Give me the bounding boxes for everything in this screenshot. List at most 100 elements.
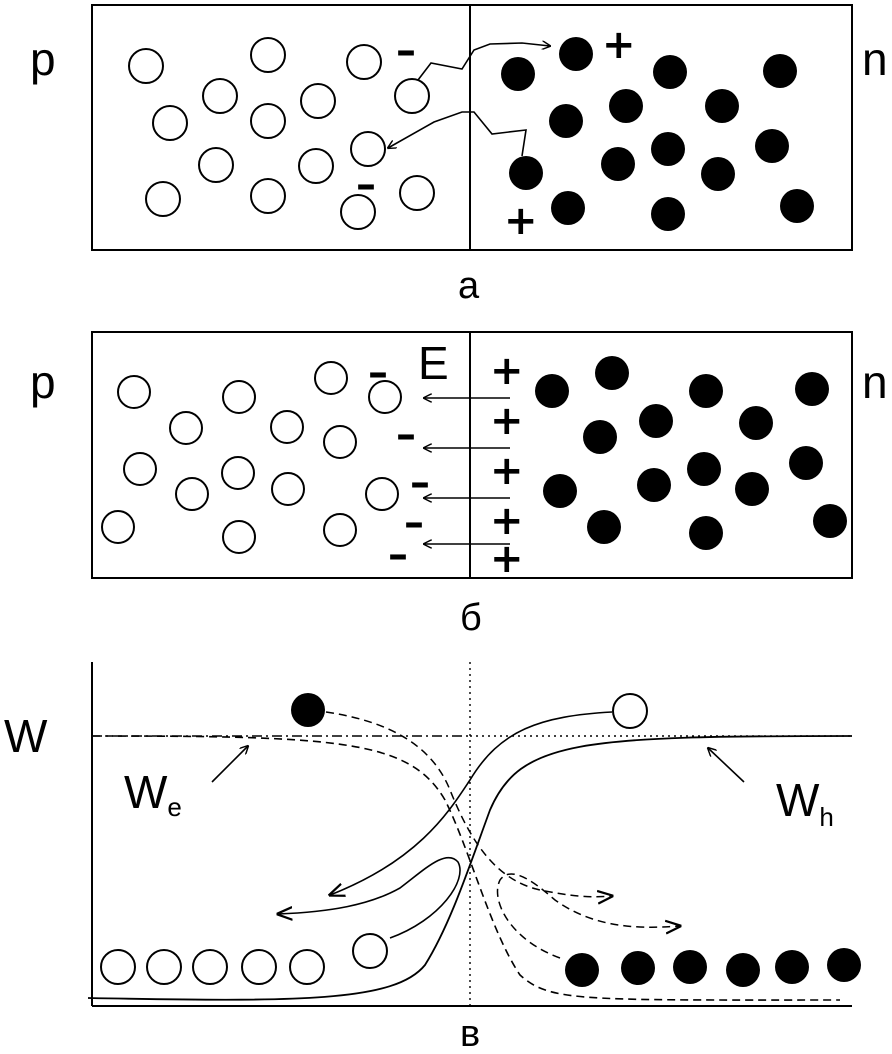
panel-b: p n E б (30, 331, 888, 639)
panel-a-electrons (501, 37, 814, 231)
panel-b-electrons (535, 356, 847, 550)
hole (100, 949, 136, 985)
hole-energy-label-subscript: h (819, 802, 833, 832)
panel-c: W в (4, 662, 861, 1054)
electron-energy-label-main: W (124, 766, 168, 818)
electron (583, 420, 617, 454)
electron (739, 406, 773, 440)
electron (559, 37, 593, 71)
hole-diffusion-arrow (417, 43, 550, 81)
hole-top (612, 693, 648, 729)
electron (543, 474, 577, 508)
hole (289, 949, 325, 985)
hole (250, 178, 286, 214)
electron-label-pointer (211, 746, 248, 783)
electron (827, 948, 861, 982)
panel-a: p n а (30, 4, 888, 307)
panel-a-frame (91, 4, 853, 251)
electron (587, 510, 621, 544)
electron (705, 89, 739, 123)
panel-a-plus-sign: + (504, 198, 538, 244)
panel-a-holes (128, 37, 435, 230)
electron (651, 197, 685, 231)
electron (535, 374, 569, 408)
panel-a-minus-sign: – (356, 162, 376, 208)
hole (298, 148, 334, 184)
hole (365, 477, 399, 511)
panel-b-plus-sign: + (490, 398, 524, 444)
electron (565, 953, 599, 987)
hole (323, 513, 357, 547)
hole (169, 411, 203, 445)
hole-energy-label-main: W (776, 774, 820, 826)
electron (689, 516, 723, 550)
hole-trajectory (330, 711, 613, 895)
hole-label-pointer (708, 748, 745, 783)
panel-b-plus-sign: + (490, 536, 524, 582)
hole (222, 520, 256, 554)
electron-trajectory-reflected (496, 873, 681, 959)
panel-b-plus-sign: + (490, 448, 524, 494)
panel-b-minus-sign: – (368, 350, 388, 396)
panel-a-caption: а (458, 265, 480, 307)
electron (701, 157, 735, 191)
field-label: E (418, 337, 449, 389)
hole (340, 194, 376, 230)
panel-a-n-label: n (862, 33, 888, 85)
electron-energy-label: We (124, 766, 182, 822)
electron (726, 953, 760, 987)
hole (221, 456, 255, 490)
hole (192, 949, 228, 985)
electron (549, 104, 583, 138)
panel-b-caption: б (460, 597, 482, 639)
electron (501, 57, 535, 91)
hole (314, 361, 348, 395)
hole (352, 933, 388, 969)
electron (601, 147, 635, 181)
panel-a-p-label: p (30, 33, 56, 85)
electron (735, 472, 769, 506)
panel-a-minus-sign: – (396, 28, 416, 74)
panel-b-holes (101, 361, 402, 554)
electron (651, 132, 685, 166)
hole (271, 472, 305, 506)
hole (145, 181, 181, 217)
bottom-electrons (565, 948, 861, 987)
hole (117, 375, 151, 409)
energy-axis-label: W (4, 710, 48, 762)
hole-trajectory-reflected (278, 856, 461, 939)
electron (789, 446, 823, 480)
panel-b-minus-sign: – (396, 412, 416, 458)
electron (755, 129, 789, 163)
electron (673, 950, 707, 984)
hole-energy-label: Wh (776, 774, 834, 832)
hole (175, 477, 209, 511)
electron (687, 452, 721, 486)
hole (394, 78, 430, 114)
hole (222, 380, 256, 414)
electron (621, 951, 655, 985)
electron (509, 156, 543, 190)
electron-trajectory (325, 711, 612, 897)
hole (346, 44, 382, 80)
electron (763, 54, 797, 88)
electron (595, 356, 629, 390)
hole (350, 131, 386, 167)
hole (128, 48, 164, 84)
panel-b-n-label: n (862, 356, 888, 408)
electron (639, 404, 673, 438)
hole (399, 175, 435, 211)
hole (123, 452, 157, 486)
electron-energy-curve (91, 735, 841, 1001)
hole (323, 425, 357, 459)
panel-b-minus-sign: – (388, 532, 408, 578)
hole (101, 510, 135, 544)
panel-c-caption: в (460, 1013, 480, 1054)
hole-energy-curve (87, 735, 853, 1001)
hole (146, 949, 182, 985)
hole (202, 78, 238, 114)
electron (637, 468, 671, 502)
hole (198, 147, 234, 183)
panel-b-minus-sign: – (404, 500, 424, 546)
